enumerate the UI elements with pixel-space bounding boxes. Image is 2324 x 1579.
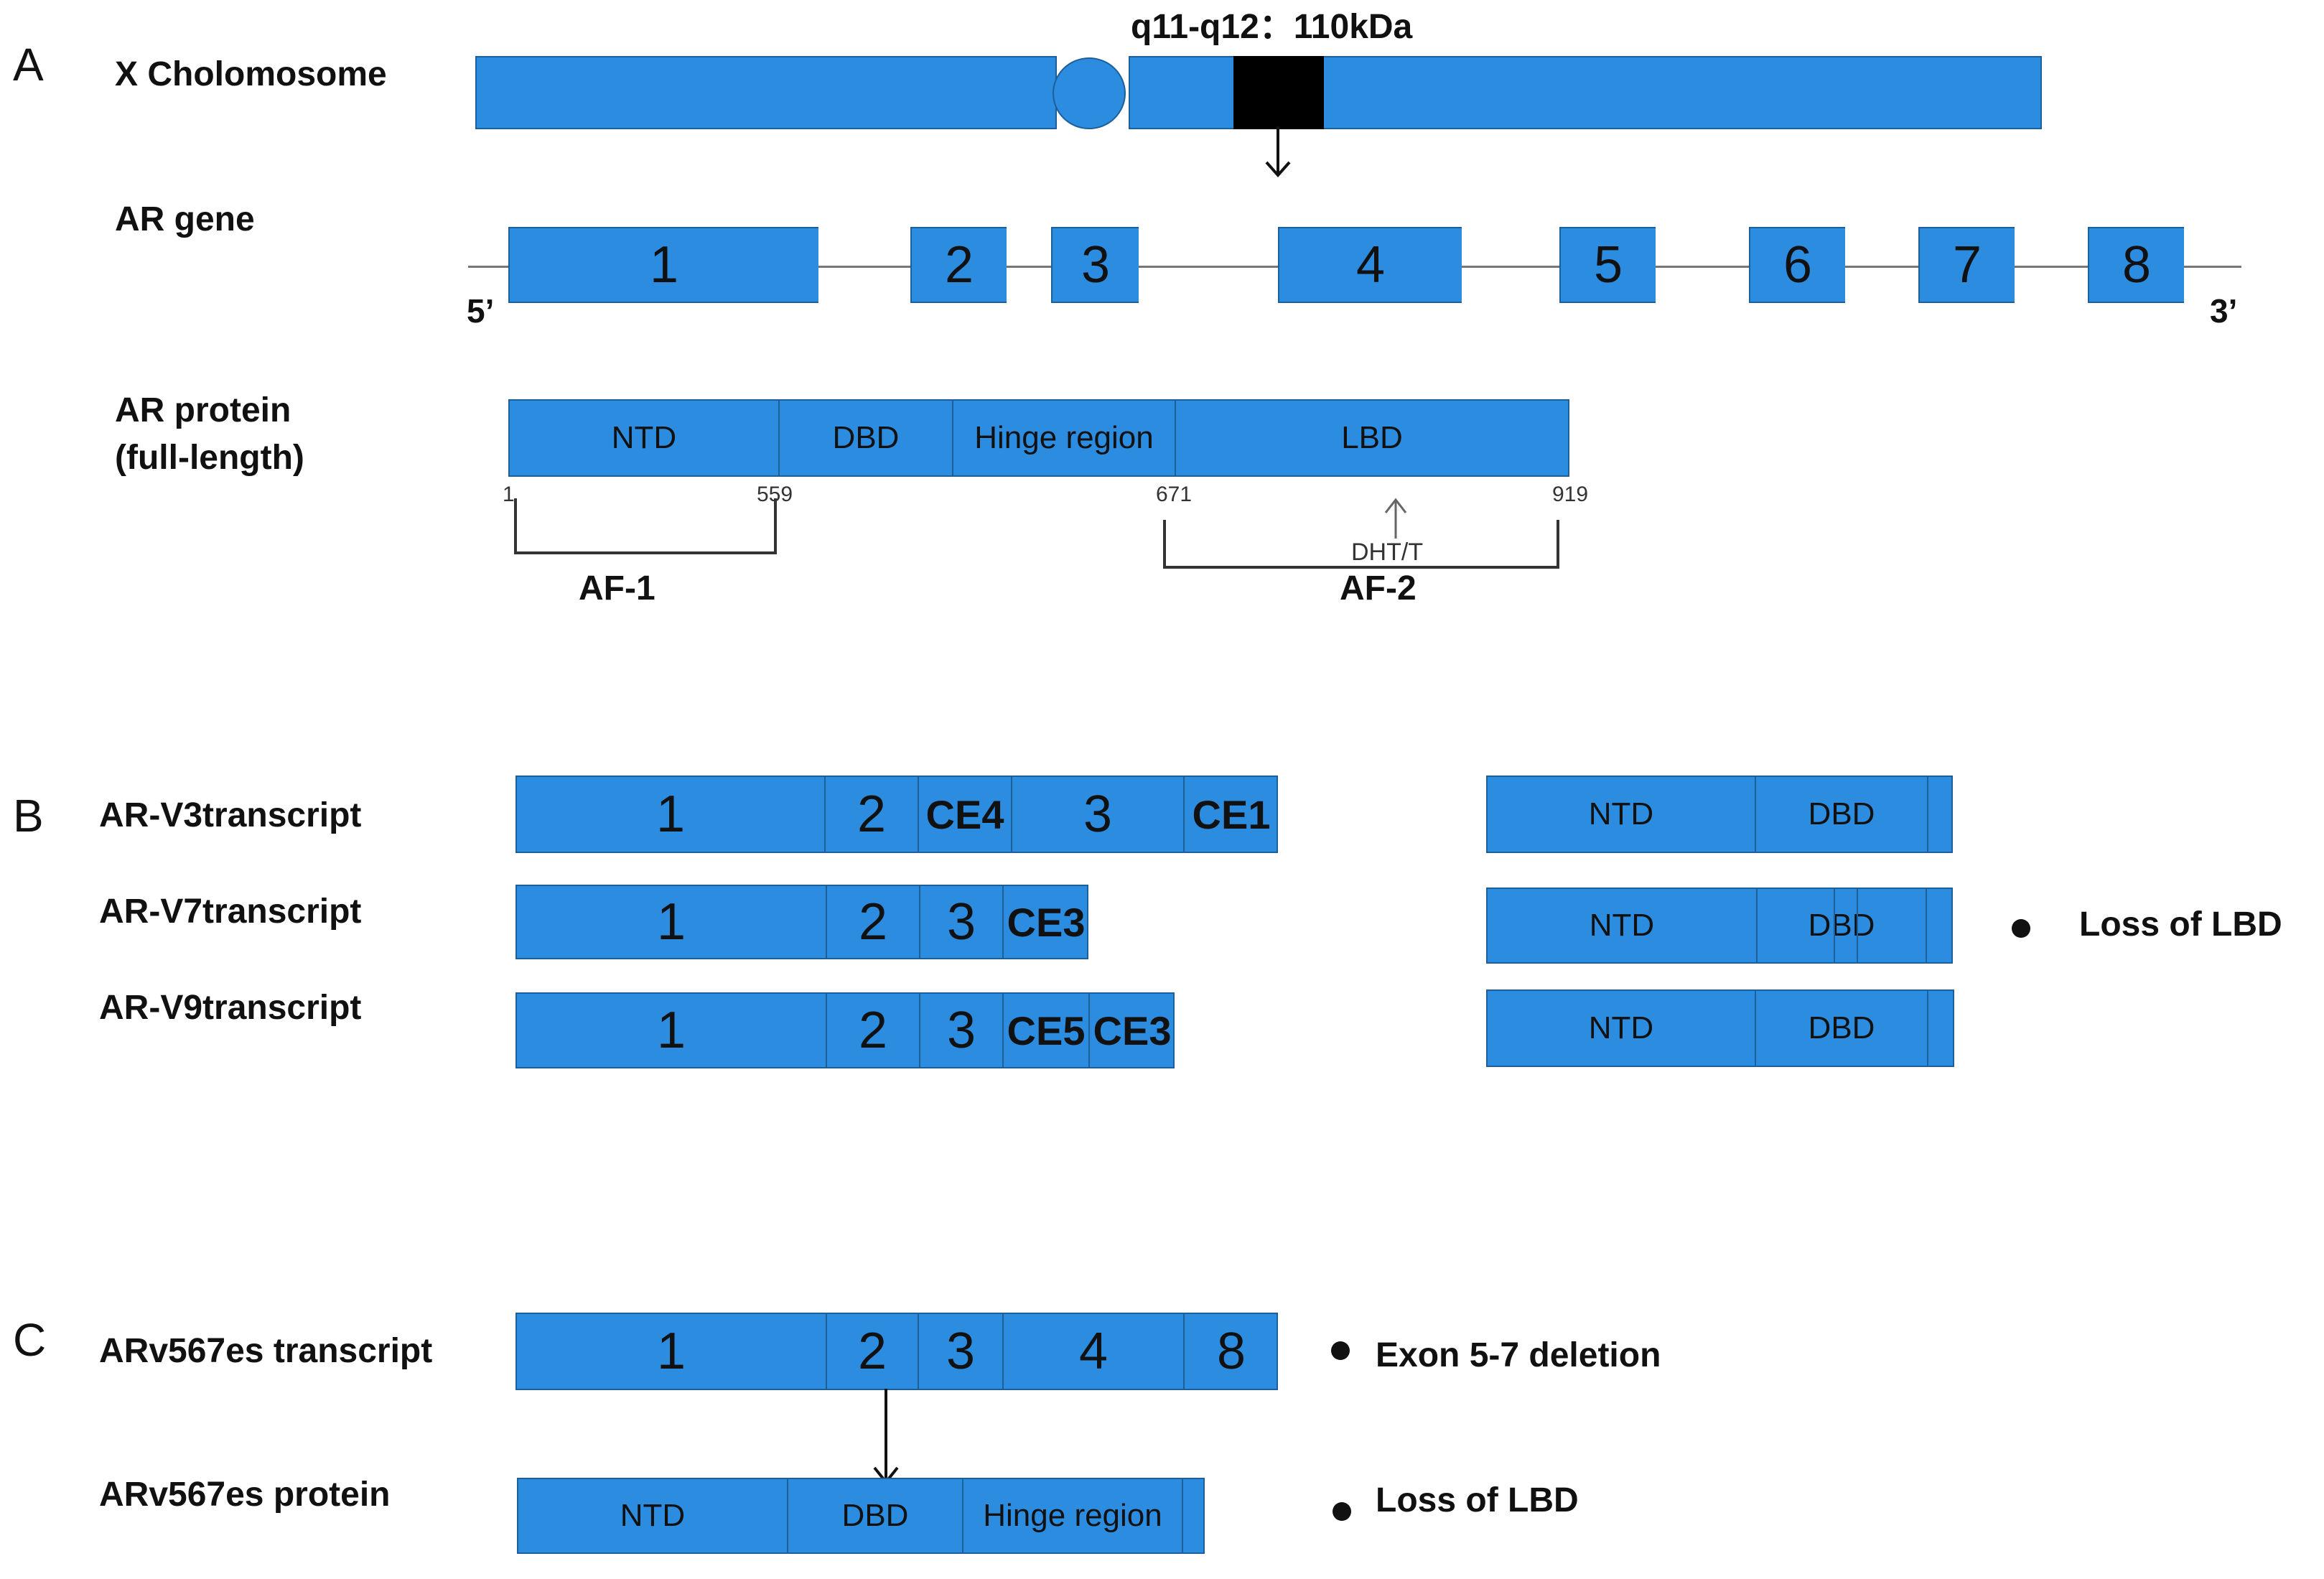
ar-v3-ce1: CE1	[1192, 791, 1271, 837]
chromosome-centromere	[1053, 57, 1126, 129]
full-length-protein-bar: NTD DBD Hinge region LBD	[508, 399, 1569, 477]
loss-of-lbd-note: Loss of LBD	[2079, 905, 2282, 944]
protein-label-line1: AR protein	[115, 391, 291, 429]
protein-label-line2: (full-length)	[115, 439, 304, 477]
chromosome-label: X Cholomosome	[115, 55, 387, 93]
chromosome-p-arm	[475, 56, 1057, 129]
ar-v7-exon-1: 1	[517, 886, 827, 958]
ar-v9-dbd: DBD	[1756, 991, 1928, 1066]
ar-v9-label: AR-V9transcript	[99, 989, 362, 1027]
ar-v7-ntd: NTD	[1488, 889, 1758, 962]
af1-label: AF-1	[579, 569, 655, 607]
ar-v7-label: AR-V7transcript	[99, 893, 362, 931]
exon-deletion-bullet	[1331, 1341, 1350, 1360]
ar-v9-exon-1: 1	[517, 994, 827, 1067]
ar-v3-exon-2: 2	[826, 777, 919, 852]
tick-1: 1	[503, 483, 515, 506]
arv567es-exon-8: 8	[1216, 1323, 1246, 1380]
ar-v3-exon-1: 1	[517, 777, 826, 852]
ar-v9-ce3: CE3	[1093, 1007, 1172, 1053]
arv567es-loss-of-lbd-note: Loss of LBD	[1376, 1481, 1579, 1519]
ar-v3-protein-bar: NTD DBD	[1486, 775, 1953, 853]
af2-label: AF-2	[1340, 569, 1417, 607]
ar-v7-dbd: DBD	[1758, 889, 1927, 962]
domain-lbd: LBD	[1341, 420, 1403, 455]
ar-v9-protein-bar: NTD DBD	[1486, 989, 1954, 1067]
ar-v3-exon-3: 3	[1012, 777, 1185, 852]
panel-a-label: A	[13, 39, 44, 90]
ar-v9-ce5: CE5	[1004, 994, 1090, 1067]
ar-v7-dbd-truncation-mark	[1834, 889, 1858, 962]
exon-3: 3	[1051, 227, 1139, 303]
ar-v7-transcript-bar: 1 2 3 CE3	[515, 885, 1088, 959]
activation-function-brackets	[514, 498, 1559, 569]
exon-7: 7	[1918, 227, 2015, 303]
ar-v3-ce4: CE4	[919, 777, 1012, 852]
arv567es-exon-1: 1	[517, 1314, 827, 1389]
ligand-label: DHT/T	[1351, 539, 1424, 566]
exon-2: 2	[910, 227, 1007, 303]
tick-919: 919	[1552, 483, 1589, 506]
transcript-to-protein-arrow	[873, 1389, 899, 1485]
ar-v9-exon-2: 2	[827, 994, 920, 1067]
exon-8: 8	[2088, 227, 2184, 303]
panel-c-label: C	[13, 1314, 47, 1366]
arv567es-loss-of-lbd-bullet	[1333, 1502, 1351, 1521]
loss-of-lbd-bullet	[2012, 919, 2030, 938]
ar-v3-dbd: DBD	[1756, 777, 1928, 852]
ar-v9-ntd: NTD	[1488, 991, 1756, 1066]
chromosome-to-gene-arrow	[1265, 126, 1291, 178]
exon-4: 4	[1278, 227, 1462, 303]
panel-b-label: B	[13, 790, 44, 842]
ar-v3-transcript-bar: 1 2 CE4 3 CE1	[515, 775, 1278, 853]
ar-v9-exon-3: 3	[920, 994, 1004, 1067]
ar-v7-ce3: CE3	[1007, 899, 1086, 945]
ar-v7-exon-3: 3	[920, 886, 1004, 958]
exon-1: 1	[508, 227, 818, 303]
chromosome-ar-band	[1233, 56, 1324, 129]
arv567es-transcript-label: ARv567es transcript	[99, 1332, 433, 1370]
arv567es-exon-4: 4	[1004, 1314, 1185, 1389]
arv567es-dbd: DBD	[788, 1479, 963, 1552]
ar-v3-label: AR-V3transcript	[99, 796, 362, 834]
domain-dbd: DBD	[780, 401, 953, 475]
ar-v9-transcript-bar: 1 2 3 CE5 CE3	[515, 992, 1175, 1068]
exon-5: 5	[1559, 227, 1656, 303]
arv567es-exon-2: 2	[827, 1314, 919, 1389]
gene-label: AR gene	[115, 200, 255, 238]
arv567es-hinge: Hinge region	[963, 1479, 1183, 1552]
arv567es-exon-3: 3	[919, 1314, 1004, 1389]
ar-v7-exon-2: 2	[827, 886, 920, 958]
five-prime-label: 5’	[467, 292, 495, 330]
arv567es-protein-label: ARv567es protein	[99, 1476, 391, 1514]
arv567es-ntd: NTD	[518, 1479, 788, 1552]
ar-v3-ntd: NTD	[1488, 777, 1756, 852]
arv567es-transcript-bar: 1 2 3 4 8	[515, 1313, 1278, 1390]
arv567es-protein-bar: NTD DBD Hinge region	[517, 1478, 1205, 1554]
tick-671: 671	[1156, 483, 1193, 506]
ar-v7-protein-bar: NTD DBD	[1486, 888, 1953, 964]
exon-6: 6	[1749, 227, 1845, 303]
locus-label: q11-q12：110kDa	[1131, 8, 1413, 46]
exon-deletion-note: Exon 5-7 deletion	[1376, 1336, 1661, 1374]
three-prime-label: 3’	[2210, 292, 2238, 330]
domain-ntd: NTD	[510, 401, 780, 475]
domain-hinge: Hinge region	[953, 401, 1176, 475]
